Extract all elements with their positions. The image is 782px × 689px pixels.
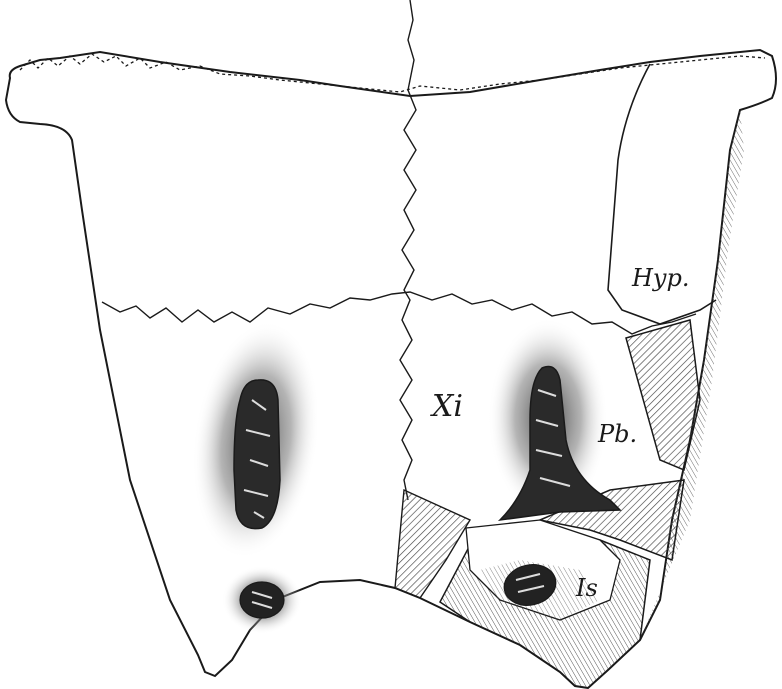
label-pb: Pb. [597, 420, 637, 448]
label-xi: Xi [430, 389, 463, 424]
label-hyp: Hyp. [631, 264, 689, 292]
label-is: Is [575, 574, 598, 602]
left-small-scar [240, 582, 284, 618]
left-scar [234, 380, 280, 529]
